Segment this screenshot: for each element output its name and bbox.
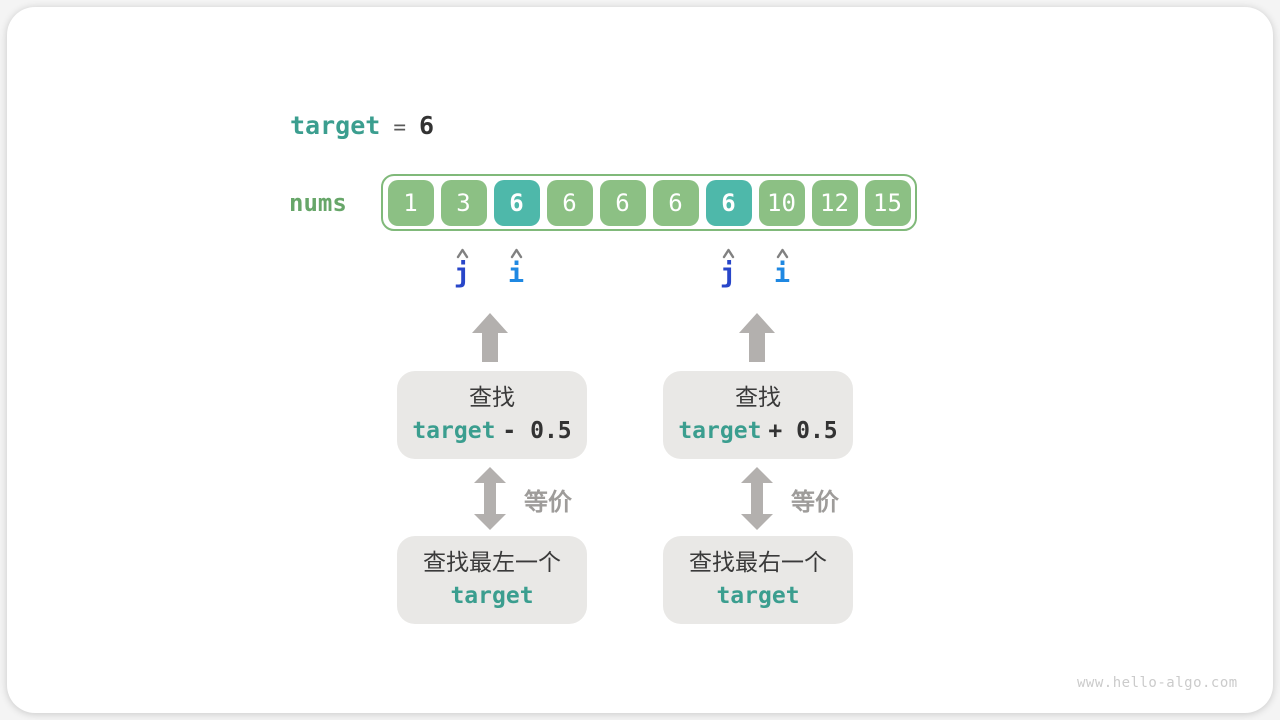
nums-array: 1 3 6 6 6 6 6 10 12 15 [381, 174, 917, 231]
code-keyword: target [716, 582, 800, 609]
diagram-card [7, 7, 1273, 713]
search-label: 查找 [735, 385, 781, 412]
target-value: 6 [418, 111, 435, 140]
array-cell: 15 [864, 179, 911, 226]
result-box-right: 查找最右一个 target [663, 536, 853, 624]
arrow-updown-icon [474, 467, 506, 534]
pointer-i-right: i [773, 258, 791, 289]
search-label: 查找 [469, 385, 515, 412]
array-cell: 6 [705, 179, 752, 226]
pointer-j-left: j [453, 258, 471, 289]
target-keyword: target [290, 111, 381, 140]
search-box-right: 查找 target + 0.5 [663, 371, 853, 459]
array-cell: 6 [652, 179, 699, 226]
search-expression: target - 0.5 [412, 417, 572, 444]
equivalence-label: 等价 [524, 488, 572, 516]
result-expression: target [716, 582, 800, 609]
caret-up-icon [456, 244, 469, 263]
result-label: 查找最左一个 [423, 550, 561, 577]
result-box-left: 查找最左一个 target [397, 536, 587, 624]
pointer-i-left: i [507, 258, 525, 289]
nums-label: nums [289, 189, 347, 217]
caret-up-icon [510, 244, 523, 263]
result-label: 查找最右一个 [689, 550, 827, 577]
arrow-updown-icon [741, 467, 773, 534]
target-declaration: target = 6 [290, 111, 434, 142]
code-keyword: target [678, 417, 762, 444]
array-cell: 3 [440, 179, 487, 226]
caret-up-icon [776, 244, 789, 263]
pointer-j-right: j [719, 258, 737, 289]
caret-up-icon [722, 244, 735, 263]
arrow-up-icon [472, 313, 508, 366]
search-expression: target + 0.5 [678, 417, 838, 444]
code-keyword: target [450, 582, 534, 609]
result-expression: target [450, 582, 534, 609]
code-operand: - 0.5 [502, 417, 572, 444]
watermark: www.hello-algo.com [1077, 675, 1238, 691]
code-keyword: target [412, 417, 496, 444]
arrow-up-icon [739, 313, 775, 366]
array-cell: 10 [758, 179, 805, 226]
array-cell: 6 [493, 179, 540, 226]
equivalence-label: 等价 [791, 488, 839, 516]
search-box-left: 查找 target - 0.5 [397, 371, 587, 459]
array-cell: 6 [546, 179, 593, 226]
equals-sign: = [393, 115, 406, 139]
array-cell: 1 [387, 179, 434, 226]
array-cell: 6 [599, 179, 646, 226]
array-cell: 12 [811, 179, 858, 226]
code-operand: + 0.5 [768, 417, 838, 444]
